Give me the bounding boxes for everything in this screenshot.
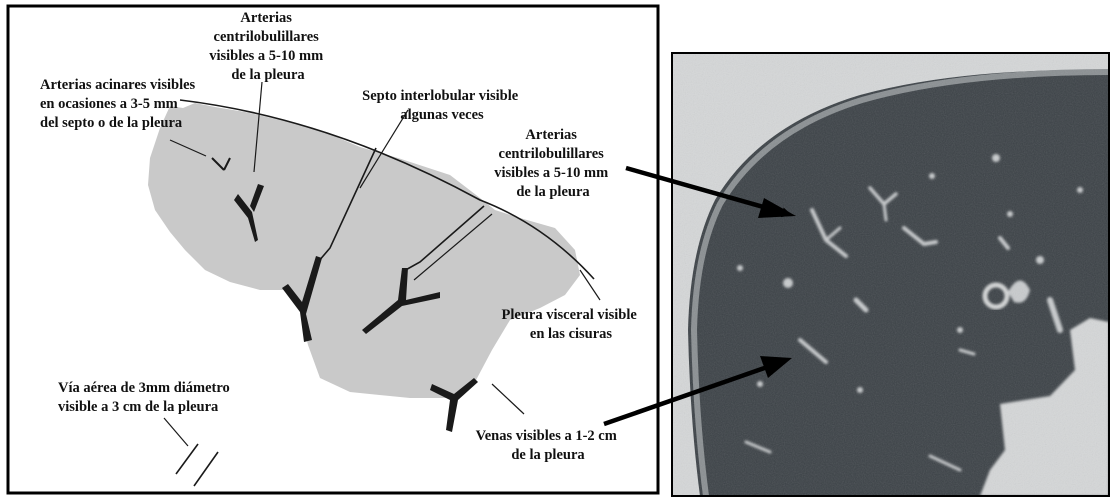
lobule-diagram-panel: Arterias centrilobulillares visibles a 5… xyxy=(8,6,658,493)
ct-grain xyxy=(672,53,1109,496)
ct-image-panel xyxy=(672,53,1109,496)
label-acinar-arteries: Arterias acinares visibles en ocasiones … xyxy=(40,77,199,131)
